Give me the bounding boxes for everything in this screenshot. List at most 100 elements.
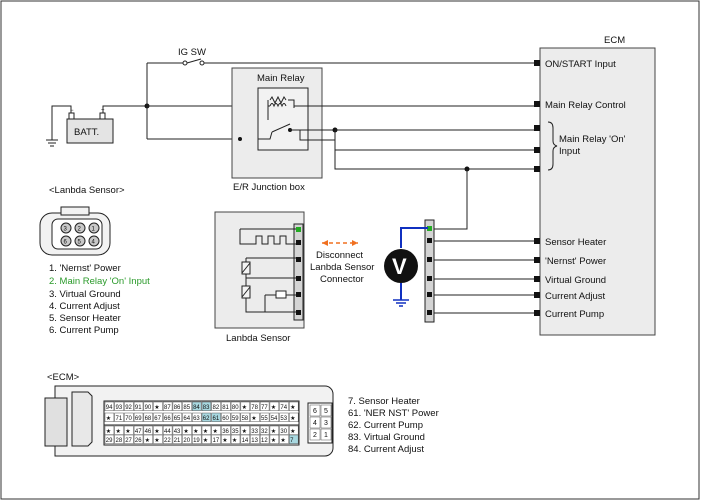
ecm-connector-cell [124, 401, 134, 411]
ecm-connector-cell-label: ★ [251, 415, 256, 422]
ecm-connector-cell [133, 425, 144, 435]
ecm-connector-cell [211, 412, 221, 422]
ecm-connector-cell [162, 401, 173, 411]
ecm-connector-cell [114, 401, 124, 411]
junction-box: E/R Junction box Main Relay [231, 67, 534, 230]
battery-neg-sign: − [70, 108, 74, 114]
lambda-pin-list-item: 1. 'Nernst' Power [49, 263, 121, 274]
sensor-connector-pin [296, 310, 301, 315]
ecm-connector-cell [162, 434, 173, 444]
main-relay-label: Main Relay [257, 73, 305, 84]
ecm-connector-cell-label: 53 [280, 416, 287, 422]
lambda-sensor-schematic: Lanbda Sensor [214, 211, 305, 344]
ecm-label-virtual-ground: Virtual Ground [545, 275, 606, 286]
ecm-connector-cell-label: 22 [164, 438, 171, 444]
relay-on-input-wires [334, 129, 534, 170]
ecm-connector-cell-label: 29 [106, 438, 113, 444]
ecm-connector-side-cell [309, 416, 321, 429]
ecm-pin-main-relay-control [534, 101, 540, 107]
ecm-connector-cell-label: ★ [106, 428, 111, 435]
sensor-feed-wire [432, 169, 468, 230]
ig-switch-label: IG SW [178, 47, 206, 58]
ecm-connector-cell-label: 86 [174, 405, 181, 411]
ecm-connector-cell [240, 401, 250, 411]
ecm-connector-cell-label: ★ [232, 437, 237, 444]
ecm-connector-side-cell [320, 428, 332, 441]
ecm-connector-cell [201, 434, 212, 444]
ecm-connector-cell [133, 434, 144, 444]
ecm-pin-main-relay-on-3 [534, 166, 540, 172]
voltmeter-positive-lead [400, 227, 428, 248]
lambda-pin-list-item: 6. Current Pump [49, 325, 119, 336]
sensor-connector-pin-green [296, 227, 301, 232]
ecm-connector-cell [259, 401, 270, 411]
lambda-pin-3 [60, 222, 72, 234]
ig-switch-contact-left [182, 60, 188, 66]
ecm-connector-cell [114, 425, 124, 435]
ecm-connector-side-cell-label: 4 [313, 420, 317, 427]
ecm-connector-cell-label: ★ [154, 404, 159, 411]
harness-pin [427, 257, 432, 262]
ecm-connector-side-cell-label: 1 [324, 432, 328, 439]
ecm-connector-cell [230, 434, 241, 444]
ecm-connector-cell-label: 69 [135, 416, 142, 422]
ecm-connector-cell [143, 425, 153, 435]
battery-box [66, 118, 114, 144]
ecm-pin-list-item: 62. Current Pump [348, 420, 423, 431]
voltmeter-label: V [392, 254, 407, 279]
battery-positive-wire [102, 105, 147, 113]
lambda-pin-label-5: 5 [78, 240, 82, 246]
lambda-pin-2 [74, 222, 86, 234]
relay-output-wires [290, 129, 335, 141]
ecm-connector-cell-label: ★ [213, 428, 218, 435]
ecm-connector-cell-label: 58 [242, 416, 249, 422]
ecm-connector-cell-label: ★ [271, 404, 276, 411]
ecm-title: ECM [604, 35, 625, 46]
ecm-pin-current-pump [534, 310, 540, 316]
lambda-pin-label-6: 6 [64, 240, 68, 246]
lambda-connector-latch [60, 206, 90, 216]
lambda-pin-list-item: 5. Sensor Heater [49, 313, 121, 324]
ecm-connector-cell [172, 401, 183, 411]
ecm-connector-cell-label: 85 [183, 405, 190, 411]
ecm-connector-cell [269, 412, 280, 422]
ecm-connector-cell [289, 412, 299, 422]
ecm-connector-cell-label: 43 [174, 429, 181, 435]
ecm-connector-cell [201, 425, 212, 435]
ecm-connector-cell [279, 434, 289, 444]
ecm-connector-cell [124, 412, 134, 422]
ecm-connector-cell-label: 84 [193, 405, 200, 411]
ecm-connector-cell-label: ★ [183, 428, 188, 435]
harness-pin [427, 276, 432, 281]
sensor-connector-pin [296, 257, 301, 262]
ecm-connector-side-cell [320, 416, 332, 429]
ecm-connector-cell-label: 78 [251, 405, 258, 411]
ecm-connector-cell [221, 434, 231, 444]
ecm-connector-cell-label: ★ [271, 437, 276, 444]
ecm-connector-cell [162, 412, 173, 422]
ecm-connector-cell [182, 434, 192, 444]
relay-resistor [269, 95, 287, 105]
ecm-connector-cell-label: ★ [154, 428, 159, 435]
ig-switch-blade [186, 58, 202, 64]
harness-pin [427, 238, 432, 243]
ecm-connector-cell-label: 20 [183, 438, 190, 444]
ecm-connector-cell [289, 434, 299, 444]
ecm-connector-cell-label: 64 [183, 416, 190, 422]
ecm-connector-cell-label: 92 [125, 405, 132, 411]
ecm-connector-cell [211, 425, 221, 435]
ecm-connector-cell-label: 63 [193, 416, 200, 422]
lambda-pin-label-3: 3 [64, 227, 68, 233]
ecm-connector-cell-label: 90 [145, 405, 152, 411]
lambda-pin-5 [74, 235, 86, 247]
ecm-label-main-relay-on: Main Relay 'On' [559, 134, 626, 145]
ecm-connector-cell [153, 401, 163, 411]
ecm-connector-cell [230, 401, 241, 411]
ecm-connector-cell [124, 425, 134, 435]
ecm-connector-cell [201, 412, 212, 422]
ecm-connector-cell [269, 434, 280, 444]
